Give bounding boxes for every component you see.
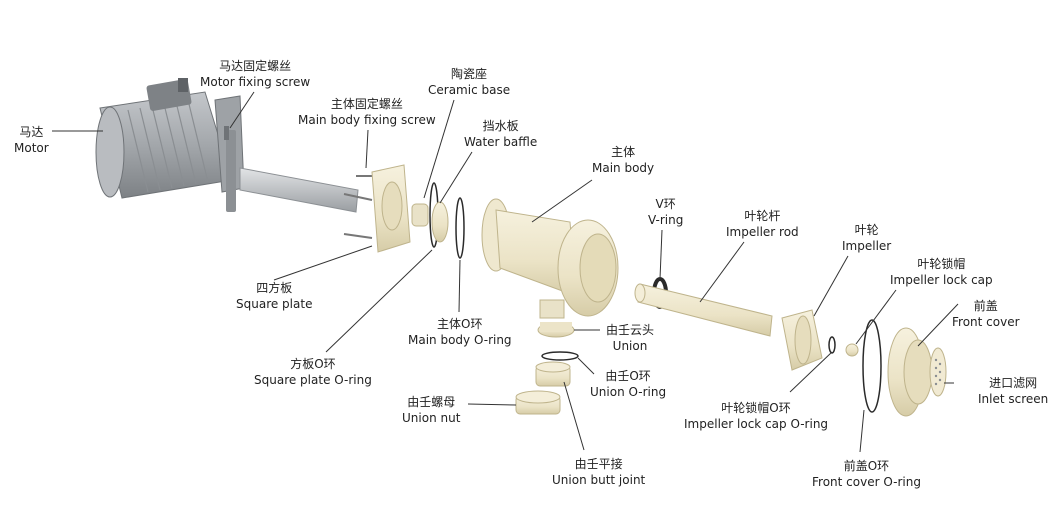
label-union-cn: 由壬云头 <box>606 322 654 338</box>
label-square-plate-o-ring-cn: 方板O环 <box>254 356 372 372</box>
label-union-o-ring-en: Union O-ring <box>590 384 666 400</box>
label-motor-fixing-screw: 马达固定螺丝 Motor fixing screw <box>200 58 310 90</box>
motor <box>96 78 244 212</box>
label-motor-fixing-screw-en: Motor fixing screw <box>200 74 310 90</box>
label-front-cover-o-ring-en: Front cover O-ring <box>812 474 921 490</box>
label-v-ring-cn: V环 <box>648 196 683 212</box>
label-square-plate-o-ring: 方板O环 Square plate O-ring <box>254 356 372 388</box>
impeller-lock-cap <box>846 344 858 356</box>
label-front-cover-cn: 前盖 <box>952 298 1020 314</box>
label-impeller-lock-cap-o-ring-cn: 叶轮锁帽O环 <box>684 400 828 416</box>
impeller-lock-cap-o-ring <box>829 337 835 353</box>
label-square-plate: 四方板 Square plate <box>236 280 312 312</box>
union-o-ring <box>542 352 578 360</box>
label-front-cover-en: Front cover <box>952 314 1020 330</box>
label-front-cover-o-ring-cn: 前盖O环 <box>812 458 921 474</box>
label-main-body-en: Main body <box>592 160 654 176</box>
inlet-screen <box>930 348 946 396</box>
label-impeller-cn: 叶轮 <box>842 222 891 238</box>
impeller <box>782 310 822 370</box>
label-main-body-o-ring-cn: 主体O环 <box>408 316 512 332</box>
label-union-o-ring: 由壬O环 Union O-ring <box>590 368 666 400</box>
label-water-baffle-cn: 挡水板 <box>464 118 537 134</box>
front-cover-o-ring <box>863 320 881 412</box>
label-impeller-lock-cap-en: Impeller lock cap <box>890 272 993 288</box>
label-impeller-rod-cn: 叶轮杆 <box>726 208 799 224</box>
label-main-body-cn: 主体 <box>592 144 654 160</box>
label-motor-cn: 马达 <box>14 124 49 140</box>
label-impeller-rod: 叶轮杆 Impeller rod <box>726 208 799 240</box>
label-main-body-o-ring-en: Main body O-ring <box>408 332 512 348</box>
label-square-plate-en: Square plate <box>236 296 312 312</box>
label-impeller-lock-cap-cn: 叶轮锁帽 <box>890 256 993 272</box>
label-v-ring-en: V-ring <box>648 212 683 228</box>
label-impeller-en: Impeller <box>842 238 891 254</box>
square-plate <box>372 165 410 252</box>
union-butt-joint <box>536 362 570 386</box>
label-main-body-fixing-screw-cn: 主体固定螺丝 <box>298 96 436 112</box>
label-square-plate-o-ring-en: Square plate O-ring <box>254 372 372 388</box>
label-ceramic-base-cn: 陶瓷座 <box>428 66 510 82</box>
label-impeller-lock-cap-o-ring: 叶轮锁帽O环 Impeller lock cap O-ring <box>684 400 828 432</box>
label-union-o-ring-cn: 由壬O环 <box>590 368 666 384</box>
label-front-cover-o-ring: 前盖O环 Front cover O-ring <box>812 458 921 490</box>
ceramic-base <box>412 204 428 226</box>
label-main-body-fixing-screw-en: Main body fixing screw <box>298 112 436 128</box>
label-square-plate-cn: 四方板 <box>236 280 312 296</box>
motor-fixing-screw <box>224 126 229 140</box>
label-union-nut-en: Union nut <box>402 410 460 426</box>
union-nut <box>516 391 560 414</box>
label-main-body-o-ring: 主体O环 Main body O-ring <box>408 316 512 348</box>
label-union: 由壬云头 Union <box>606 322 654 354</box>
label-ceramic-base-en: Ceramic base <box>428 82 510 98</box>
label-impeller-rod-en: Impeller rod <box>726 224 799 240</box>
label-union-en: Union <box>606 338 654 354</box>
label-motor-en: Motor <box>14 140 49 156</box>
label-impeller: 叶轮 Impeller <box>842 222 891 254</box>
label-inlet-screen-en: Inlet screen <box>978 391 1048 407</box>
label-water-baffle: 挡水板 Water baffle <box>464 118 537 150</box>
label-inlet-screen: 进口滤网 Inlet screen <box>978 375 1048 407</box>
motor-shaft <box>240 168 358 212</box>
label-main-body-fixing-screw: 主体固定螺丝 Main body fixing screw <box>298 96 436 128</box>
label-impeller-lock-cap: 叶轮锁帽 Impeller lock cap <box>890 256 993 288</box>
label-main-body: 主体 Main body <box>592 144 654 176</box>
label-union-butt-joint-cn: 由壬平接 <box>552 456 645 472</box>
label-water-baffle-en: Water baffle <box>464 134 537 150</box>
label-front-cover: 前盖 Front cover <box>952 298 1020 330</box>
label-ceramic-base: 陶瓷座 Ceramic base <box>428 66 510 98</box>
label-motor: 马达 Motor <box>14 124 49 156</box>
label-union-butt-joint: 由壬平接 Union butt joint <box>552 456 645 488</box>
impeller-rod <box>635 284 772 336</box>
main-body <box>482 199 618 318</box>
label-v-ring: V环 V-ring <box>648 196 683 228</box>
label-union-nut-cn: 由壬螺母 <box>402 394 460 410</box>
union <box>538 322 574 337</box>
label-motor-fixing-screw-cn: 马达固定螺丝 <box>200 58 310 74</box>
front-cover <box>888 328 932 416</box>
label-union-nut: 由壬螺母 Union nut <box>402 394 460 426</box>
label-union-butt-joint-en: Union butt joint <box>552 472 645 488</box>
label-inlet-screen-cn: 进口滤网 <box>978 375 1048 391</box>
main-body-o-ring <box>456 198 464 258</box>
water-baffle <box>432 202 448 242</box>
label-impeller-lock-cap-o-ring-en: Impeller lock cap O-ring <box>684 416 828 432</box>
